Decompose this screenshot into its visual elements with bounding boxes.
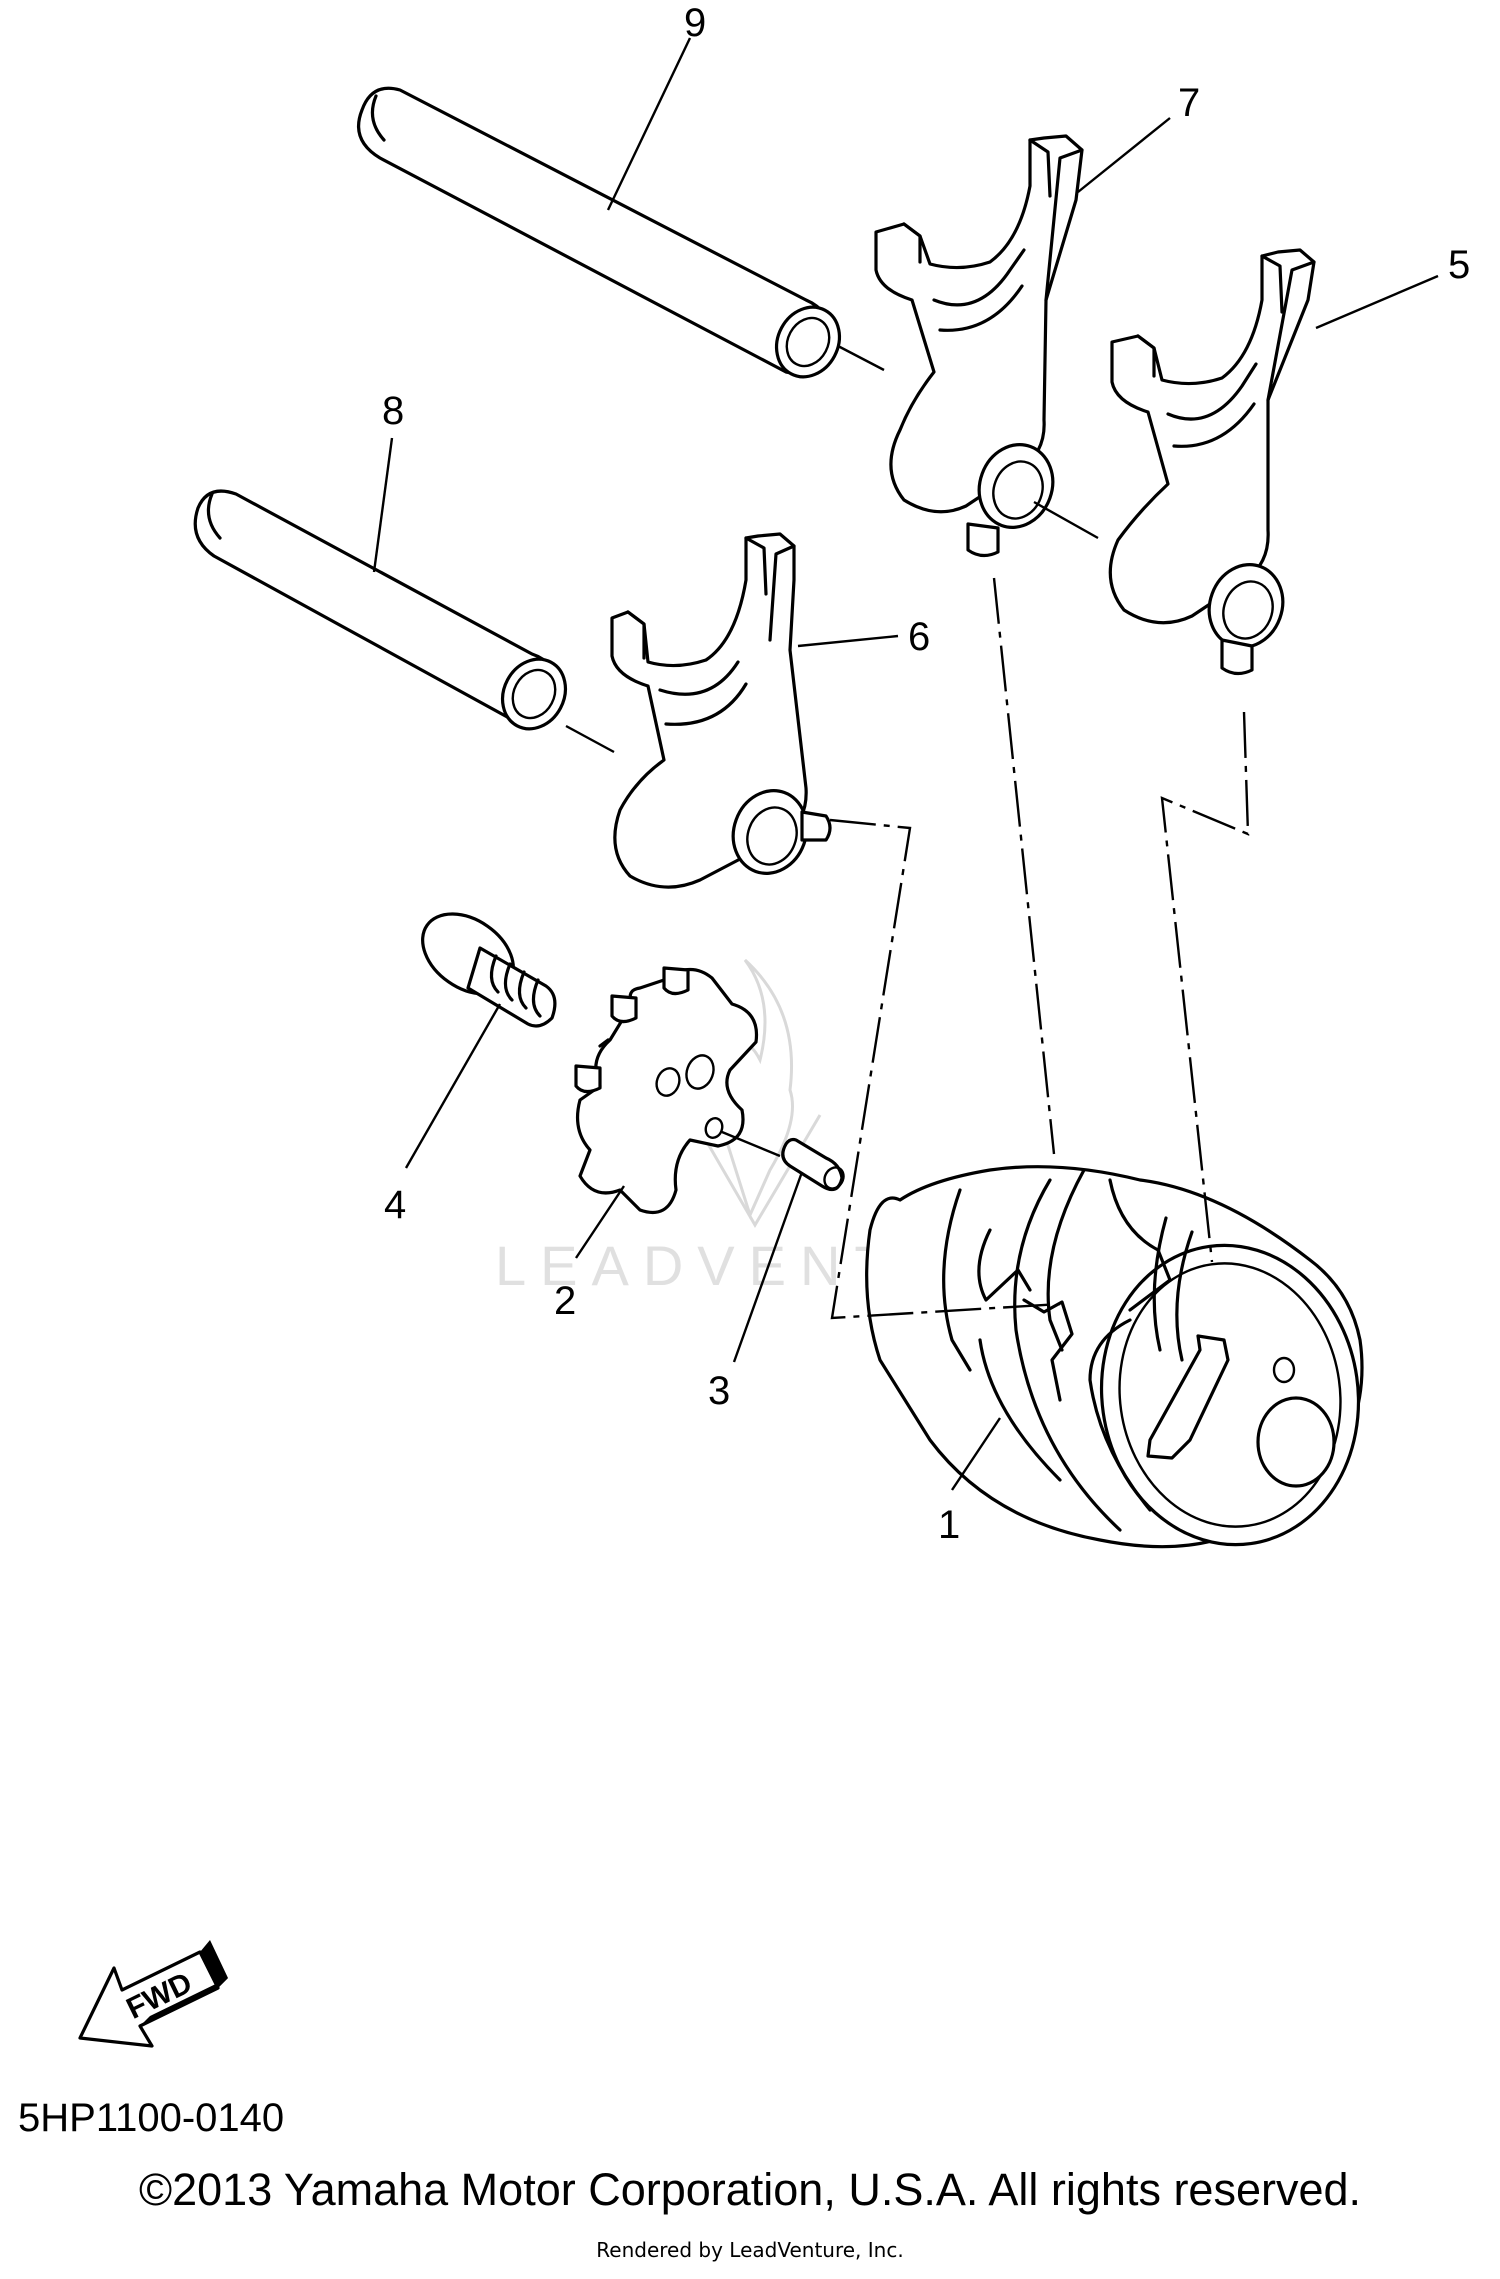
part-8-shift-fork-shaft[interactable] xyxy=(193,489,577,740)
part-4-screw[interactable] xyxy=(408,897,557,1028)
callout-6[interactable]: 6 xyxy=(908,615,930,659)
part-9-shift-fork-shaft[interactable] xyxy=(357,86,852,388)
callout-8[interactable]: 8 xyxy=(382,389,404,433)
fwd-arrow-icon: FWD xyxy=(78,1940,228,2048)
leader-1 xyxy=(951,1417,1001,1491)
callout-5[interactable]: 5 xyxy=(1448,243,1470,287)
assembly-guide-6 xyxy=(829,818,1061,1320)
part-7-shift-fork[interactable] xyxy=(874,134,1084,558)
leader-8 xyxy=(372,437,394,573)
callout-4[interactable]: 4 xyxy=(384,1183,406,1227)
part-6-shift-fork[interactable] xyxy=(610,532,832,889)
diagram-code: 5HP1100-0140 xyxy=(18,2096,285,2140)
callout-9[interactable]: 9 xyxy=(684,1,706,45)
leader-7 xyxy=(1077,117,1171,193)
assembly-guide-5 xyxy=(1160,711,1250,1263)
leader-5 xyxy=(1315,274,1439,330)
callout-2[interactable]: 2 xyxy=(554,1279,576,1323)
leader-2 xyxy=(575,1185,625,1259)
leader-6 xyxy=(797,634,899,648)
leader-4 xyxy=(404,1003,502,1169)
part-1-shift-drum[interactable] xyxy=(865,1165,1378,1562)
part-8-shaft-guide xyxy=(565,724,615,754)
rendered-by-notice: Rendered by LeadVenture, Inc. xyxy=(596,2238,904,2262)
part-2-segment[interactable] xyxy=(574,966,759,1215)
part-9-shaft-guide xyxy=(837,344,885,372)
leader-3 xyxy=(732,1171,804,1363)
copyright-notice: ©2013 Yamaha Motor Corporation, U.S.A. A… xyxy=(138,2164,1362,2215)
callout-7[interactable]: 7 xyxy=(1178,81,1200,125)
part-2-pin-guide xyxy=(721,1130,781,1158)
part-5-shift-fork[interactable] xyxy=(1108,248,1316,676)
callout-3[interactable]: 3 xyxy=(708,1369,730,1413)
part-3-pin[interactable] xyxy=(781,1137,847,1193)
part-7-fork-shaft-guide xyxy=(1033,500,1099,540)
assembly-guide-7 xyxy=(992,577,1056,1155)
leader-9 xyxy=(606,37,692,211)
callout-1[interactable]: 1 xyxy=(938,1503,960,1547)
